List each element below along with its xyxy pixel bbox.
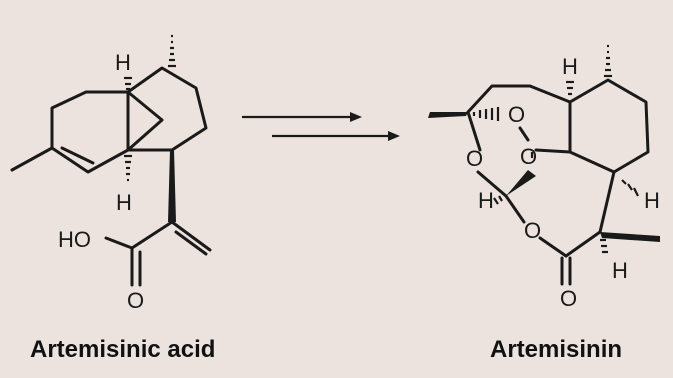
- lactone-bond-3: [598, 170, 616, 234]
- lactone-bond-2: [564, 230, 602, 258]
- arrowhead-2: [388, 131, 400, 141]
- left-methyl-bond: [10, 146, 54, 172]
- caption-artemisinin: Artemisinin: [490, 336, 622, 363]
- acetal-to-lactone-o: [504, 194, 526, 224]
- peroxide-bond: [518, 126, 530, 142]
- methyl-wedge-right: [600, 232, 660, 242]
- hashed-h-top: [124, 76, 132, 91]
- hashed-h-bottom: [124, 154, 132, 182]
- hydrogen-label-right-top: H: [562, 54, 578, 79]
- ring-double-bond: [60, 146, 95, 165]
- hashed-h-right-top: [566, 80, 574, 96]
- cyclohexane-ring-bonds: [568, 78, 650, 174]
- artemisinin-structure: H O O O H O: [428, 44, 660, 311]
- methylene-double-bond: [174, 230, 208, 256]
- peroxide-oxygen-1: O: [508, 102, 525, 127]
- peroxide-oxygen-2: O: [520, 144, 537, 169]
- hydrogen-label-acetal: H: [478, 188, 494, 213]
- hashed-bond-bridge: [472, 107, 500, 121]
- lactone-carbonyl-oxygen: O: [560, 286, 577, 311]
- side-chain-bond-2: [130, 220, 174, 250]
- acetal-wedge: [506, 170, 536, 196]
- bridge-bond-1: [466, 110, 482, 152]
- hydroxyl-label: HO: [58, 227, 91, 252]
- left-ring-bonds: [50, 90, 164, 174]
- artemisinic-acid-structure: H H HO O: [10, 34, 212, 313]
- hashed-methyl-top-right: [604, 44, 612, 78]
- lactone-oxygen: O: [524, 218, 541, 243]
- ether-oxygen: O: [466, 146, 483, 171]
- caption-artemisinic-acid: Artemisinic acid: [30, 336, 215, 363]
- quaternary-to-ring: [534, 148, 572, 154]
- hashed-methyl-top: [168, 34, 176, 68]
- hydrogen-label-right-bottom: H: [612, 258, 628, 283]
- hashed-h-acetal: [493, 195, 503, 205]
- carbonyl-oxygen-label: O: [127, 288, 144, 313]
- lactone-bond-1: [538, 236, 568, 258]
- hashed-h-right-bottom: [600, 238, 608, 254]
- reaction-arrows: [242, 112, 400, 141]
- right-ring-bonds: [126, 66, 208, 152]
- methyl-wedge-left: [428, 112, 468, 118]
- arrowhead-1: [350, 112, 362, 122]
- upper-ring-bonds: [466, 84, 572, 114]
- ether-bond-1: [476, 170, 508, 198]
- hydroxyl-bond: [104, 236, 134, 250]
- side-chain-bond-1: [170, 220, 212, 252]
- hashed-h-right-mid: [621, 179, 639, 197]
- hydrogen-label-bottom: H: [116, 190, 132, 215]
- hydrogen-label-right-mid: H: [644, 188, 660, 213]
- hydrogen-label-top: H: [115, 50, 131, 75]
- side-chain-wedge: [168, 150, 176, 222]
